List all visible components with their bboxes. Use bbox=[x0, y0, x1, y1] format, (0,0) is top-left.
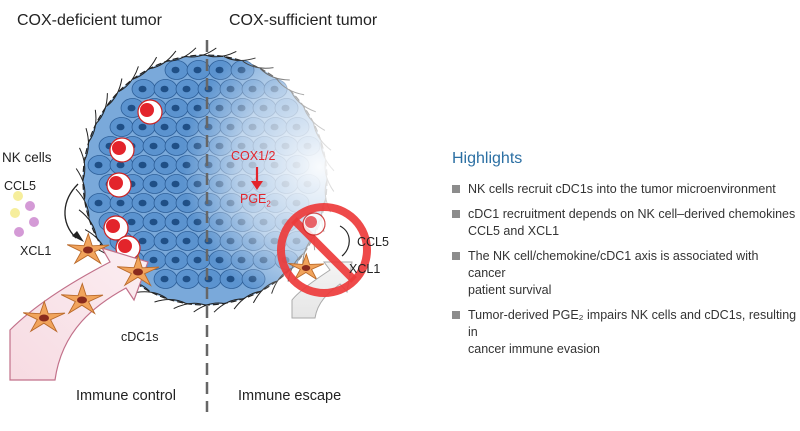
cell-nucleus bbox=[116, 161, 125, 169]
stroma-fiber bbox=[204, 50, 237, 58]
prohibition-sign-icon bbox=[277, 203, 371, 297]
stroma-fiber bbox=[133, 56, 158, 80]
stroma-fiber bbox=[185, 47, 217, 58]
cell-nucleus bbox=[94, 199, 103, 207]
nk-cell bbox=[109, 137, 135, 163]
cell-nucleus bbox=[160, 275, 169, 283]
highlight-line: The NK cell/chemokine/cDC1 axis is assoc… bbox=[468, 249, 759, 280]
highlight-line: cDC1 recruitment depends on NK cell–deri… bbox=[468, 207, 796, 221]
ccl5-label-right: CCL5 bbox=[357, 235, 389, 249]
highlights-panel: Highlights NK cells recruit cDC1s into t… bbox=[452, 150, 798, 366]
highlight-line: patient survival bbox=[468, 283, 552, 297]
stroma-fiber bbox=[106, 78, 123, 107]
cell-nucleus bbox=[127, 218, 136, 226]
cox-to-pge2-arrowhead bbox=[251, 181, 263, 190]
nk-to-dc-arrow bbox=[64, 183, 79, 239]
cell-nucleus bbox=[138, 123, 147, 131]
cell-nucleus bbox=[116, 123, 125, 131]
nk-cell bbox=[106, 172, 132, 198]
bullet-square-icon bbox=[452, 252, 460, 260]
immune-control-label: Immune control bbox=[76, 388, 176, 404]
cell-nucleus bbox=[171, 66, 180, 74]
stroma-fiber bbox=[118, 66, 139, 93]
right-title: COX-sufficient tumor bbox=[229, 12, 378, 29]
highlight-item: NK cells recruit cDC1s into the tumor mi… bbox=[452, 181, 798, 198]
pge2-base: PGE bbox=[240, 192, 267, 206]
cell-nucleus bbox=[127, 104, 136, 112]
stroma-fiber bbox=[149, 50, 177, 70]
nk-cell-inhibited bbox=[302, 212, 326, 236]
cox12-label: COX1/2 bbox=[231, 149, 276, 163]
stroma-fiber bbox=[95, 93, 108, 124]
chemokine-dots bbox=[10, 191, 39, 237]
dendritic-cell-nucleus bbox=[83, 246, 93, 254]
cell-nucleus bbox=[149, 256, 158, 264]
cell-nucleus bbox=[116, 199, 125, 207]
highlight-line: cancer immune evasion bbox=[468, 342, 601, 356]
nk-cells-label: NK cells bbox=[2, 150, 52, 165]
stroma-fiber bbox=[78, 209, 97, 237]
stroma-fiber bbox=[79, 147, 86, 181]
cdc1s-label: cDC1s bbox=[121, 330, 159, 344]
dendritic-cell-nucleus bbox=[39, 314, 49, 322]
highlights-title: Highlights bbox=[452, 150, 523, 167]
dendritic-cell-nucleus bbox=[301, 265, 311, 271]
cell-nucleus bbox=[138, 199, 147, 207]
cell-nucleus bbox=[94, 161, 103, 169]
nk-cells-group bbox=[103, 99, 163, 261]
stroma-fiber bbox=[136, 291, 168, 300]
highlights-list: NK cells recruit cDC1s into the tumor mi… bbox=[452, 181, 798, 358]
bullet-square-icon bbox=[452, 311, 460, 319]
dendritic-cells bbox=[23, 232, 325, 333]
stroma-fiber bbox=[88, 109, 97, 142]
stroma-fiber bbox=[75, 188, 90, 219]
bullet-square-icon bbox=[452, 185, 460, 193]
stroma-fiber bbox=[167, 47, 197, 62]
right-curved-arrow bbox=[339, 225, 350, 257]
cell-nucleus bbox=[138, 161, 147, 169]
dendritic-cell-nucleus bbox=[133, 268, 143, 276]
left-title: COX-deficient tumor bbox=[17, 12, 162, 29]
highlight-line: NK cells recruit cDC1s into the tumor mi… bbox=[468, 182, 776, 196]
cell-nucleus bbox=[160, 85, 169, 93]
nk-cell bbox=[137, 99, 163, 125]
highlight-line: CCL5 and XCL1 bbox=[468, 224, 560, 238]
highlight-item: cDC1 recruitment depends on NK cell–deri… bbox=[452, 206, 798, 240]
stroma-fiber bbox=[154, 299, 187, 304]
stroma-fiber bbox=[75, 168, 86, 200]
cell-nucleus bbox=[193, 66, 202, 74]
stroma-fiber bbox=[84, 128, 89, 161]
cell-nucleus bbox=[138, 237, 147, 245]
immune-escape-label: Immune escape bbox=[238, 388, 342, 404]
stroma-fiber bbox=[173, 302, 206, 310]
highlight-item: Tumor-derived PGE₂ impairs NK cells and … bbox=[452, 307, 798, 358]
highlight-item: The NK cell/chemokine/cDC1 axis is assoc… bbox=[452, 248, 798, 299]
ccl5-label-left: CCL5 bbox=[4, 179, 36, 193]
immune-control-arrow bbox=[9, 246, 149, 381]
nk-to-dc-arrowhead bbox=[72, 231, 84, 242]
tumor-fade-overlay bbox=[145, 50, 395, 310]
dendritic-cell-nucleus bbox=[77, 296, 87, 304]
pge2-subscript: 2 bbox=[266, 199, 271, 209]
highlight-line: Tumor-derived PGE₂ impairs NK cells and … bbox=[468, 308, 797, 339]
cell-nucleus bbox=[138, 85, 147, 93]
pge2-label: PGE2 bbox=[240, 192, 271, 209]
nk-cell bbox=[103, 215, 129, 241]
xcl1-label-right: XCL1 bbox=[349, 262, 381, 276]
stroma-fiber bbox=[193, 302, 225, 313]
xcl1-label-left: XCL1 bbox=[20, 244, 52, 258]
bullet-square-icon bbox=[452, 210, 460, 218]
